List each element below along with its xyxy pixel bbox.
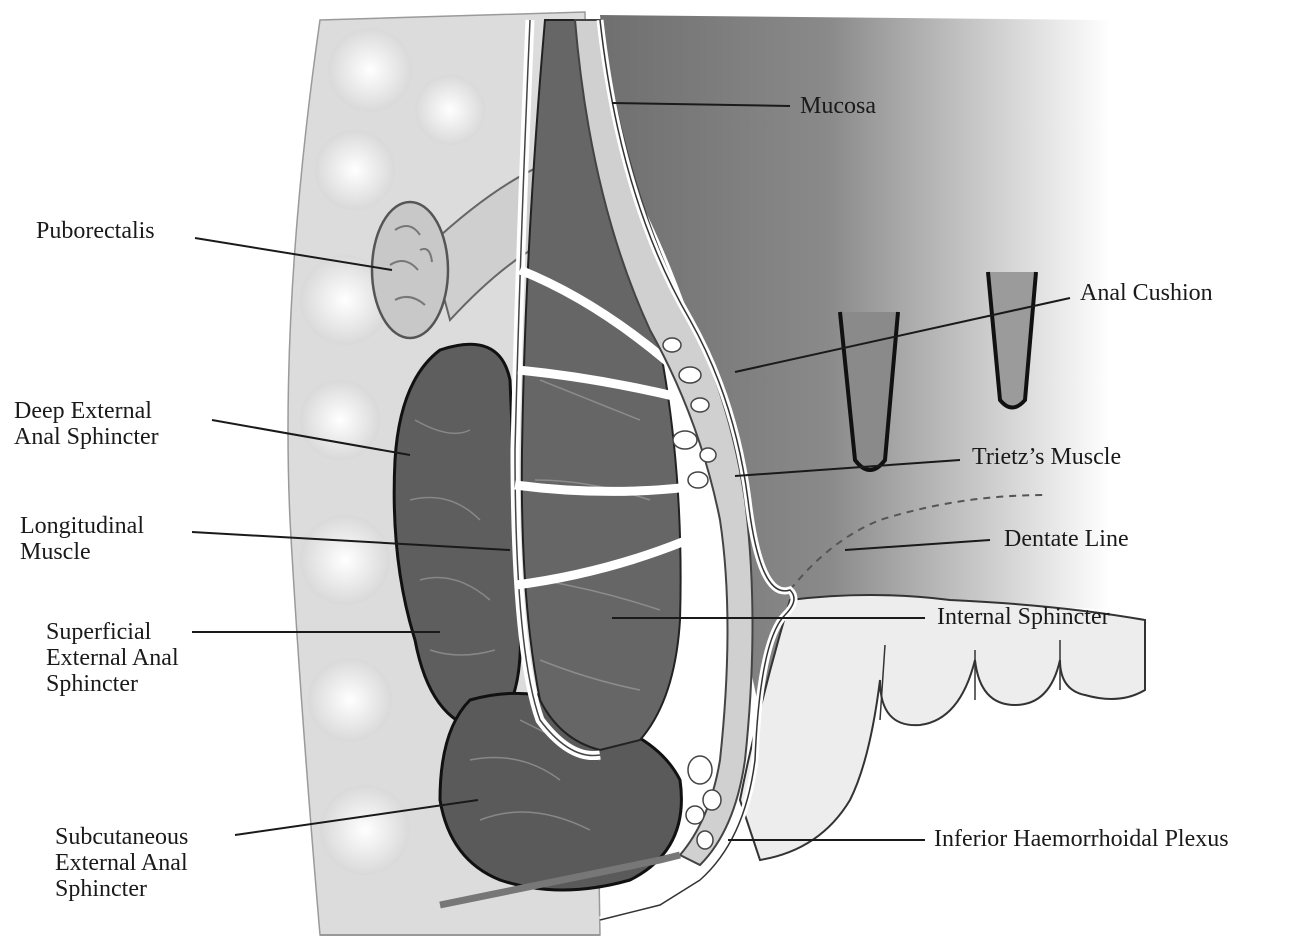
rectal-folds — [740, 595, 1145, 860]
label-deep-external-line2: Anal Sphincter — [14, 424, 159, 450]
label-puborectalis: Puborectalis — [36, 218, 155, 244]
label-puborectalis-line1: Puborectalis — [36, 218, 155, 244]
label-mucosa-line1: Mucosa — [800, 93, 876, 119]
label-trietz-line1: Trietz’s Muscle — [972, 444, 1121, 470]
label-superficial-line2: External Anal — [46, 645, 179, 671]
label-internal-sphincter-line1: Internal Sphincter — [937, 604, 1110, 630]
label-trietz-muscle: Trietz’s Muscle — [972, 444, 1121, 470]
label-inferior-haemorrhoidal-plexus: Inferior Haemorrhoidal Plexus — [934, 826, 1229, 852]
label-inferior-plexus-line1: Inferior Haemorrhoidal Plexus — [934, 826, 1229, 852]
label-subcutaneous-line3: Sphincter — [55, 876, 188, 902]
label-anal-cushion: Anal Cushion — [1080, 280, 1213, 306]
label-longitudinal-line2: Muscle — [20, 539, 144, 565]
label-mucosa: Mucosa — [800, 93, 876, 119]
label-dentate-line: Dentate Line — [1004, 526, 1129, 552]
label-superficial-external-anal-sphincter: Superficial External Anal Sphincter — [46, 619, 179, 697]
label-deep-external-anal-sphincter: Deep External Anal Sphincter — [14, 398, 159, 450]
label-subcutaneous-external-anal-sphincter: Subcutaneous External Anal Sphincter — [55, 824, 188, 902]
label-internal-sphincter: Internal Sphincter — [937, 604, 1110, 630]
label-deep-external-line1: Deep External — [14, 398, 159, 424]
label-longitudinal-line1: Longitudinal — [20, 513, 144, 539]
label-superficial-line1: Superficial — [46, 619, 179, 645]
label-subcutaneous-line1: Subcutaneous — [55, 824, 188, 850]
label-longitudinal-muscle: Longitudinal Muscle — [20, 513, 144, 565]
label-dentate-line1: Dentate Line — [1004, 526, 1129, 552]
label-subcutaneous-line2: External Anal — [55, 850, 188, 876]
label-anal-cushion-line1: Anal Cushion — [1080, 280, 1213, 306]
label-superficial-line3: Sphincter — [46, 671, 179, 697]
